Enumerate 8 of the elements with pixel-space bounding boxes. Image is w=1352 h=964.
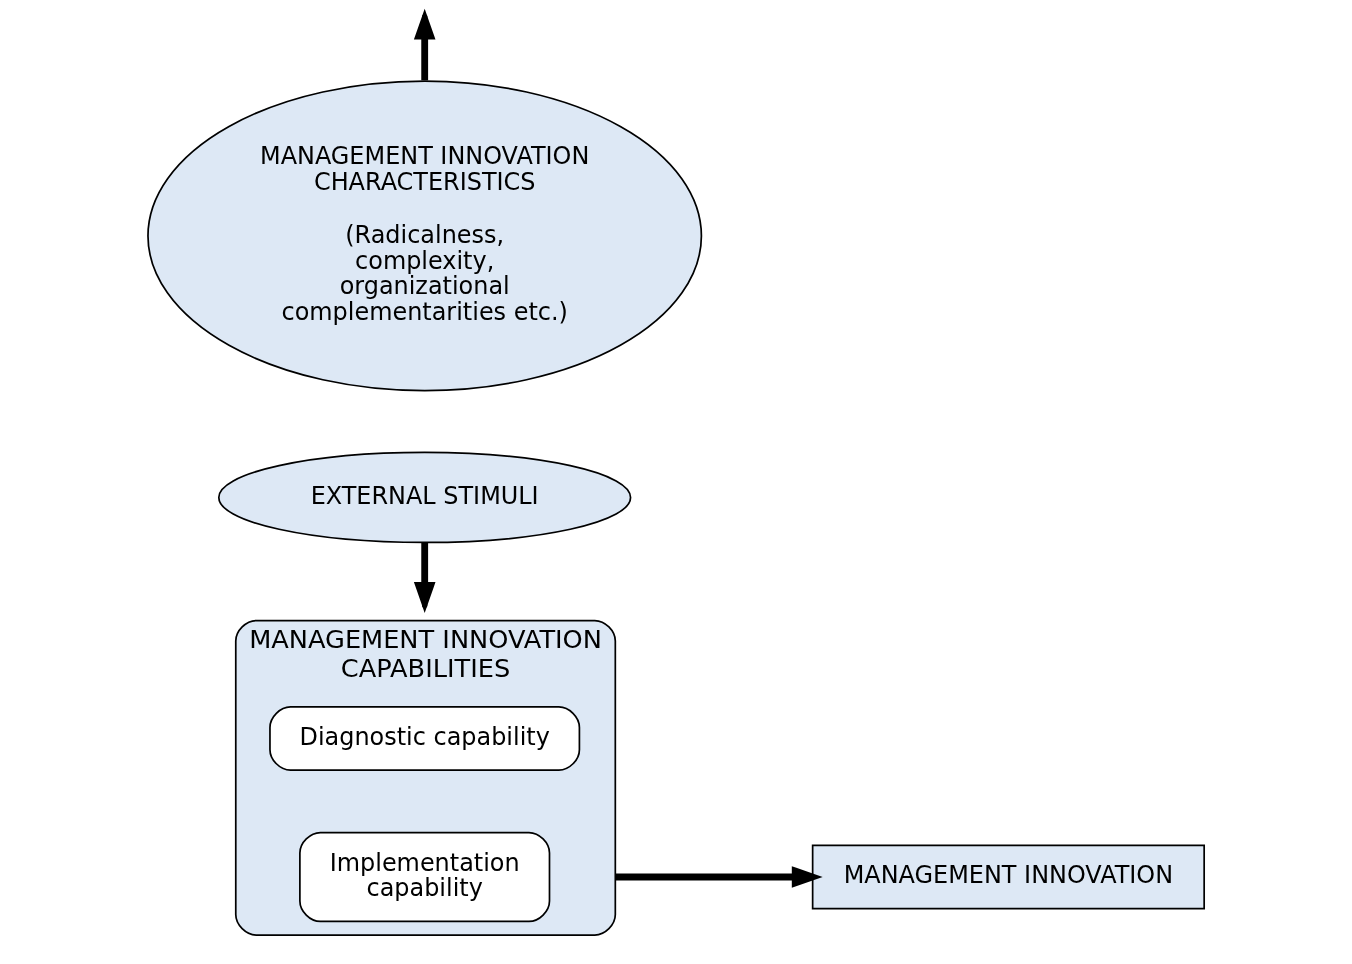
node-box: MANAGEMENT INNOVATION xyxy=(811,844,1205,910)
arrow xyxy=(615,866,823,888)
arrow xyxy=(413,542,436,613)
node-ellipse: EXTERNAL STIMULI xyxy=(217,451,632,544)
node-ellipse: MANAGEMENT INNOVATION CHARACTERISTICS (Radicalness, complexity, organizational complementarities etc.) xyxy=(147,80,703,392)
node-box: Implementation capability xyxy=(299,831,551,923)
node-box: Diagnostic capability xyxy=(269,706,581,771)
arrow xyxy=(413,8,436,81)
